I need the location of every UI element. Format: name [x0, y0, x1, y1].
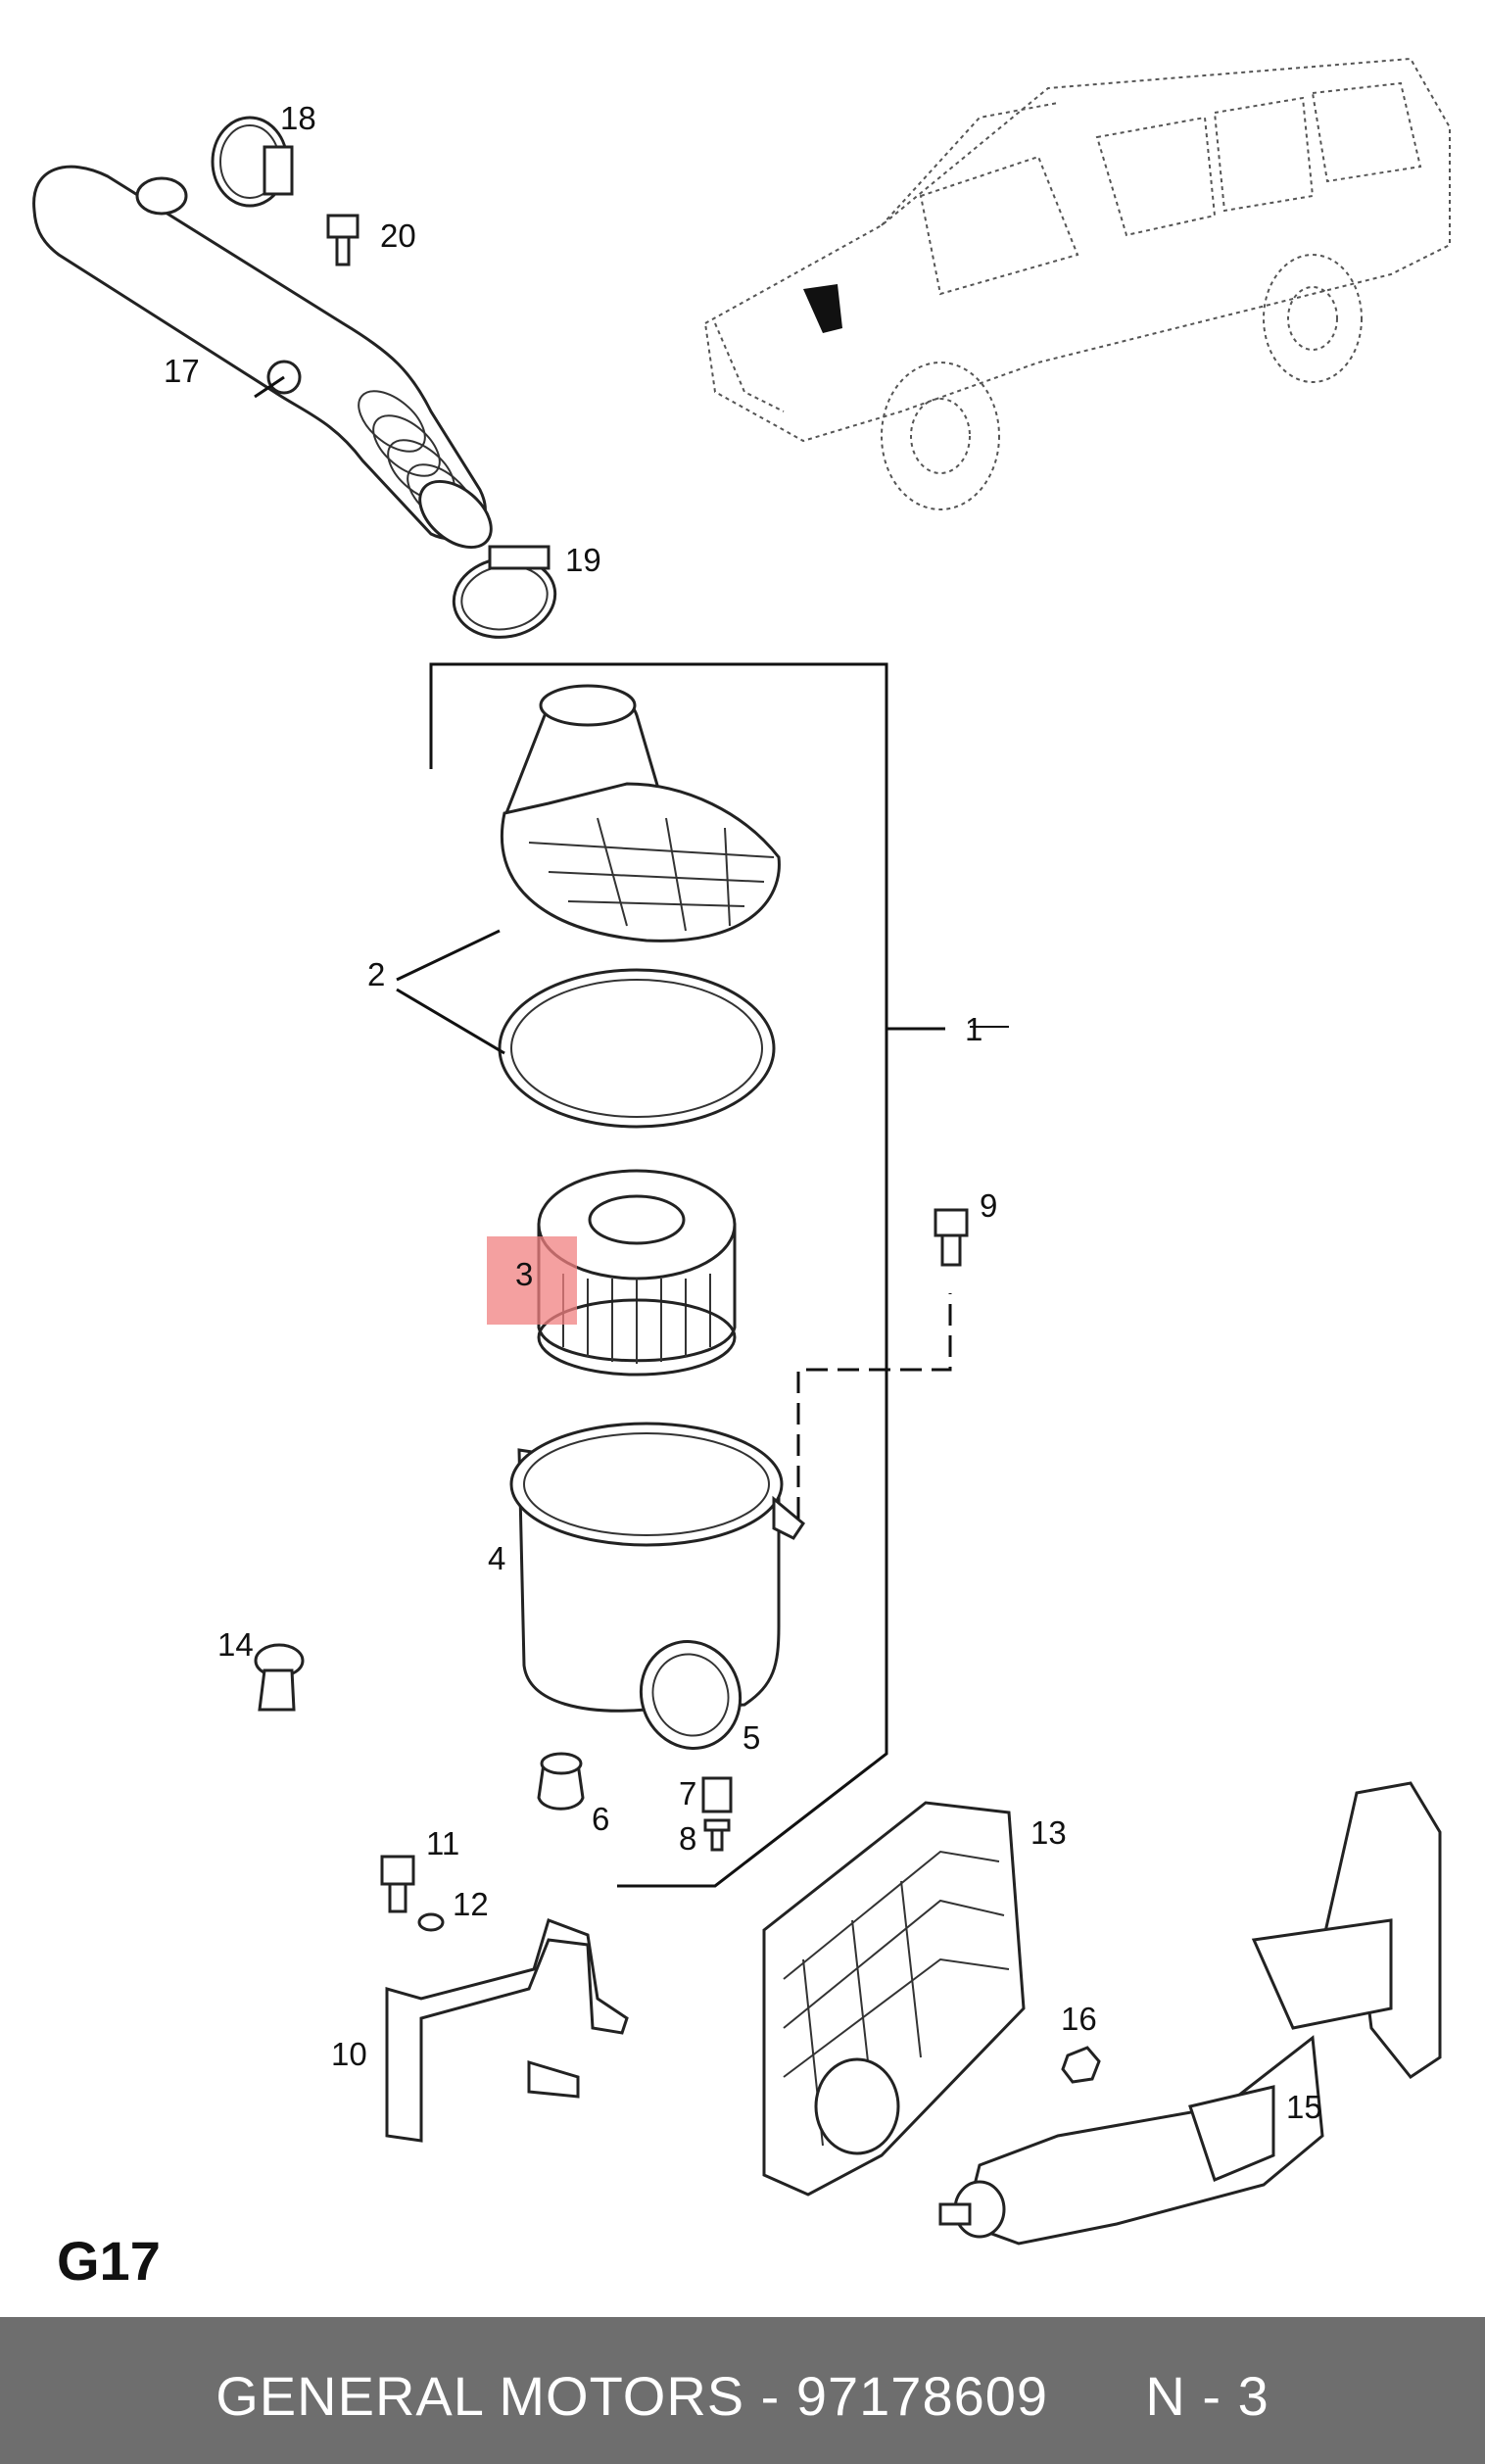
callout-10: 10 — [331, 2036, 367, 2072]
callout-19: 19 — [565, 542, 601, 578]
callout-20: 20 — [380, 217, 416, 254]
screw-8 — [703, 1818, 731, 1852]
footer-text: GENERAL MOTORS - 97178609 N - 3 — [0, 2364, 1485, 2428]
callout-12: 12 — [453, 1886, 489, 1922]
callout-5: 5 — [742, 1719, 760, 1756]
air-intake-15 — [938, 1781, 1442, 2246]
footer-page-ref: N - 3 — [1145, 2365, 1269, 2427]
air-filter-housing-4 — [509, 1422, 805, 1750]
grommet-6 — [537, 1752, 585, 1811]
footer-bar: GENERAL MOTORS - 97178609 N - 3 — [0, 2317, 1485, 2464]
page-code: G17 — [57, 2230, 161, 2292]
intake-duct-17 — [32, 165, 493, 550]
hose-clamp-18 — [211, 116, 294, 208]
callout-13: 13 — [1030, 1814, 1067, 1851]
gasket-2 — [498, 968, 776, 1129]
callout-14: 14 — [217, 1626, 254, 1663]
callout-17: 17 — [164, 353, 200, 389]
vehicle-illustration — [703, 57, 1451, 510]
clip-14 — [254, 1643, 305, 1712]
callout-labels: 1 2 3 4 5 6 7 8 9 10 11 12 13 14 15 16 1… — [164, 100, 1322, 2125]
bolt-11 — [380, 1855, 415, 1913]
callout-2: 2 — [367, 956, 385, 992]
engine-location-marker — [803, 284, 842, 333]
callout-16: 16 — [1061, 2001, 1097, 2037]
parts-diagram: 1 2 3 4 5 6 7 8 9 10 11 12 13 14 15 16 1… — [32, 57, 1451, 2246]
callout-6: 6 — [592, 1801, 609, 1837]
footer-brand: GENERAL MOTORS — [216, 2365, 745, 2427]
air-filter-element-3 — [537, 1169, 737, 1377]
callout-7: 7 — [679, 1775, 696, 1812]
grommet-7 — [701, 1776, 733, 1813]
bracket-10 — [385, 1918, 629, 2143]
callout-15: 15 — [1286, 2089, 1322, 2125]
group-1-bracket — [429, 662, 888, 1888]
callout-18: 18 — [280, 100, 316, 136]
footer-part-number: 97178609 — [795, 2365, 1049, 2427]
callout-4: 4 — [488, 1540, 505, 1576]
callout-11: 11 — [426, 1825, 459, 1861]
resonator-13 — [762, 1801, 1026, 2197]
callout-1: 1 — [965, 1011, 982, 1047]
washer-12 — [417, 1912, 445, 1932]
bolt-20 — [326, 214, 359, 266]
bolt-9 — [934, 1208, 969, 1267]
highlight-box-3 — [487, 1236, 577, 1325]
footer-separator: - — [744, 2365, 796, 2427]
nut-16 — [1061, 2046, 1101, 2084]
callout-8: 8 — [679, 1820, 696, 1857]
callout-3: 3 — [515, 1256, 533, 1292]
callout-9: 9 — [980, 1187, 997, 1224]
hose-clamp-19 — [452, 545, 557, 639]
air-filter-cover-2 — [500, 684, 781, 942]
